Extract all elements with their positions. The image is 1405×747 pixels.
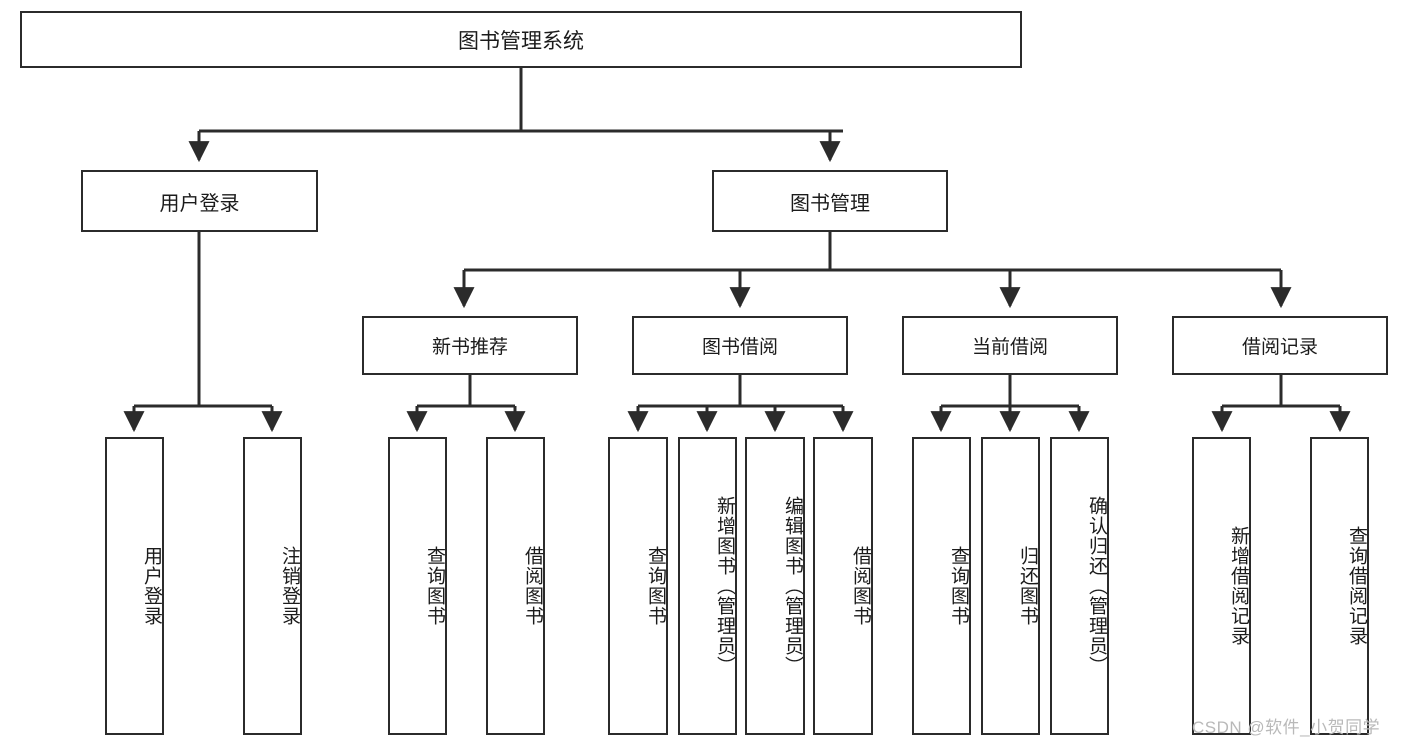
- node-leaf-add-record[interactable]: 新增借阅记录: [1192, 437, 1251, 735]
- node-book-manage[interactable]: 图书管理: [712, 170, 948, 232]
- node-leaf-query-book-1[interactable]: 查询图书: [388, 437, 447, 735]
- node-leaf-query-book-3[interactable]: 查询图书: [912, 437, 971, 735]
- node-current-borrow[interactable]: 当前借阅: [902, 316, 1118, 375]
- node-leaf-user-logout-label: 注销登录: [279, 546, 300, 626]
- node-root[interactable]: 图书管理系统: [20, 11, 1022, 68]
- node-borrow-record-label: 借阅记录: [1241, 337, 1318, 358]
- node-book-borrow[interactable]: 图书借阅: [632, 316, 848, 375]
- node-leaf-borrow-book-2[interactable]: 借阅图书: [813, 437, 873, 735]
- node-leaf-confirm-return-label: 确认归还（管理员）: [1086, 496, 1107, 676]
- node-book-manage-label: 图书管理: [790, 192, 870, 215]
- node-leaf-borrow-book-1-label: 借阅图书: [522, 546, 543, 626]
- node-leaf-add-book[interactable]: 新增图书（管理员）: [678, 437, 737, 735]
- node-user-login-label: 用户登录: [159, 192, 240, 215]
- node-leaf-borrow-book-1[interactable]: 借阅图书: [486, 437, 545, 735]
- node-root-label: 图书管理系统: [458, 29, 584, 53]
- node-leaf-edit-book[interactable]: 编辑图书（管理员）: [745, 437, 805, 735]
- node-leaf-query-book-2[interactable]: 查询图书: [608, 437, 668, 735]
- node-leaf-return-book[interactable]: 归还图书: [981, 437, 1040, 735]
- node-leaf-edit-book-label: 编辑图书（管理员）: [782, 496, 803, 676]
- node-leaf-add-record-label: 新增借阅记录: [1228, 526, 1249, 646]
- node-borrow-record[interactable]: 借阅记录: [1172, 316, 1388, 375]
- node-user-login[interactable]: 用户登录: [81, 170, 318, 232]
- node-current-borrow-label: 当前借阅: [971, 337, 1048, 358]
- node-leaf-query-book-2-label: 查询图书: [645, 546, 666, 626]
- node-leaf-query-book-3-label: 查询图书: [948, 546, 969, 626]
- node-leaf-confirm-return[interactable]: 确认归还（管理员）: [1050, 437, 1109, 735]
- node-leaf-user-login-label: 用户登录: [141, 546, 162, 626]
- node-leaf-return-book-label: 归还图书: [1017, 546, 1038, 626]
- node-leaf-query-record-label: 查询借阅记录: [1346, 526, 1367, 646]
- node-new-book-recommend-label: 新书推荐: [431, 337, 508, 358]
- node-leaf-borrow-book-2-label: 借阅图书: [850, 546, 871, 626]
- node-book-borrow-label: 图书借阅: [701, 337, 778, 358]
- node-leaf-query-record[interactable]: 查询借阅记录: [1310, 437, 1369, 735]
- node-leaf-user-logout[interactable]: 注销登录: [243, 437, 302, 735]
- node-leaf-add-book-label: 新增图书（管理员）: [714, 496, 735, 676]
- node-new-book-recommend[interactable]: 新书推荐: [362, 316, 578, 375]
- node-leaf-user-login[interactable]: 用户登录: [105, 437, 164, 735]
- node-leaf-query-book-1-label: 查询图书: [424, 546, 445, 626]
